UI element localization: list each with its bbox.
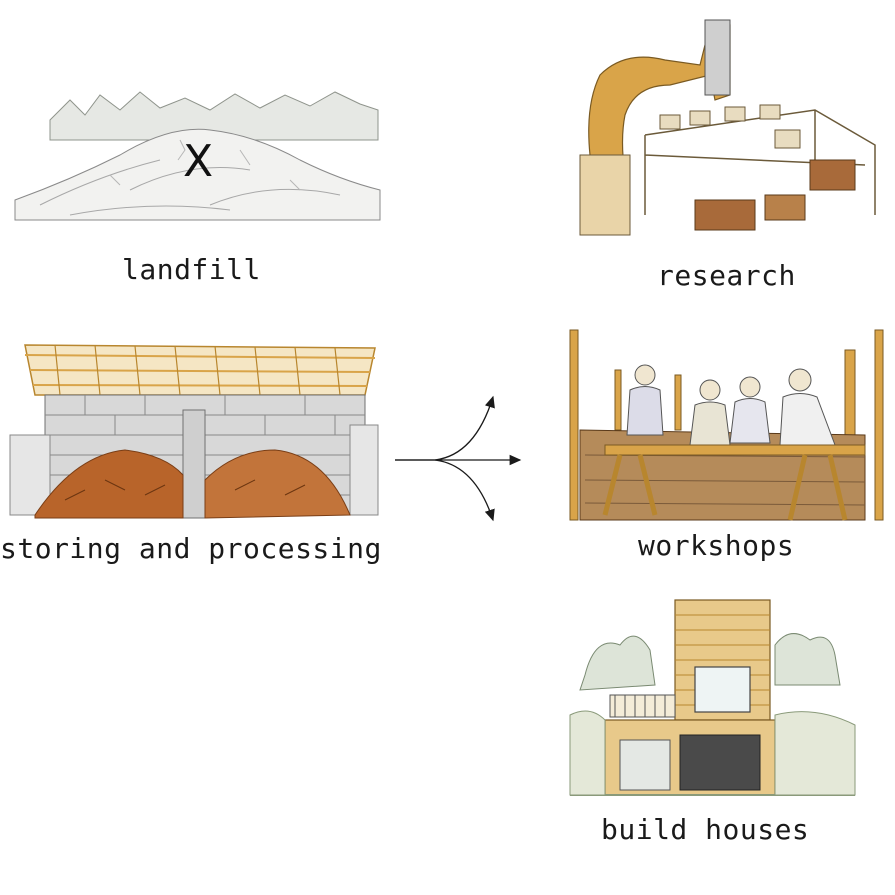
landfill-x-marker: X [183, 136, 214, 187]
landfill-sketch [10, 80, 385, 230]
houses-label: build houses [601, 813, 810, 846]
workshop-people-sketch [565, 325, 890, 535]
landfill-label: landfill [122, 253, 261, 286]
house-sketch [565, 595, 860, 805]
storage-shed-sketch [5, 340, 380, 520]
storing-label: storing and processing [0, 532, 382, 565]
research-label: research [657, 259, 796, 292]
branching-arrows [395, 385, 530, 530]
robot-arm-sketch [565, 15, 885, 245]
workshops-label: workshops [638, 529, 795, 562]
